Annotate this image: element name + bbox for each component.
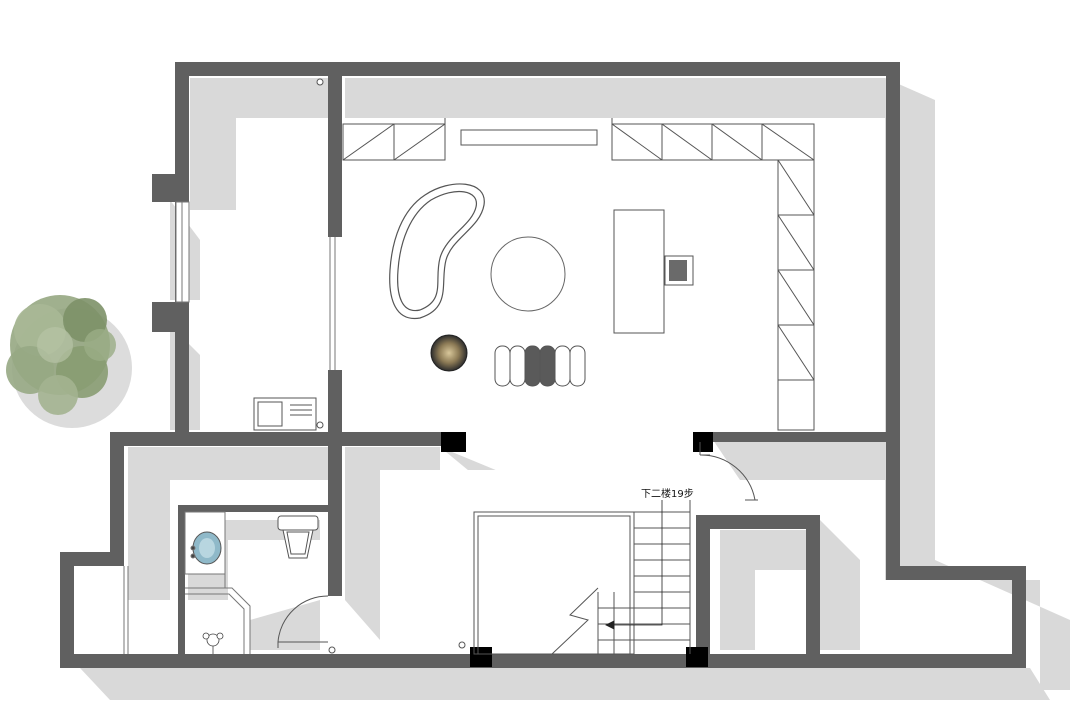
shower-head-icon (202, 632, 224, 654)
structural-columns (441, 432, 713, 667)
stair-label: 下二楼19步 (641, 487, 694, 500)
side-cabinet-right (777, 159, 815, 431)
tv-unit (444, 118, 613, 160)
curved-sofa (389, 183, 485, 319)
top-cabinet-right (611, 123, 815, 161)
stair-direction-arrow (605, 500, 663, 630)
floor-drain-stair (458, 641, 466, 649)
drain-bottom (316, 421, 324, 429)
top-cabinet-left (342, 123, 446, 161)
utility-sink (253, 397, 317, 431)
tree-icon (6, 295, 132, 428)
floor-lamp (430, 334, 468, 372)
wall-pilasters (152, 174, 176, 332)
window-opening (175, 201, 190, 303)
round-coffee-table (490, 236, 566, 312)
walls (60, 62, 1026, 668)
toilet (277, 515, 319, 559)
right-room-door (699, 442, 758, 501)
sliding-partition (329, 237, 336, 370)
desk (613, 209, 665, 334)
desk-chair (664, 255, 694, 286)
bathroom-door (277, 595, 329, 648)
left-room-door-frame (123, 566, 129, 654)
floor-drain-bath (328, 646, 336, 654)
shower-area (185, 512, 251, 654)
staircase (473, 500, 691, 655)
ottoman-cushions (494, 345, 586, 387)
drain-top (316, 78, 324, 86)
bathroom-vanity (184, 511, 226, 575)
